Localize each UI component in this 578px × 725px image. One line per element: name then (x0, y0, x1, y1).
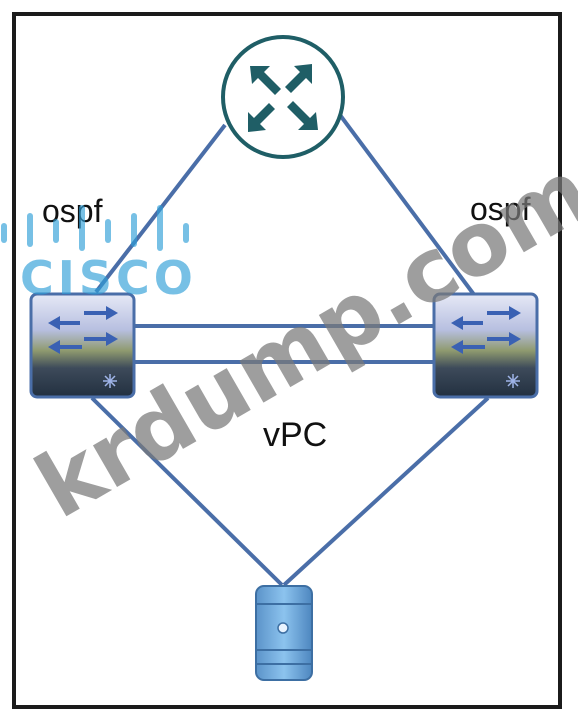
vpc-label: vPC (263, 416, 327, 454)
link-left-switch-server (90, 396, 284, 587)
link-router-right-switch (338, 113, 480, 302)
cisco-logo-watermark: CISCO (1, 205, 197, 305)
server-icon (255, 585, 313, 681)
diagram-frame (12, 12, 562, 709)
switch-icon (432, 292, 539, 399)
cisco-logo-text: CISCO (20, 251, 197, 305)
link-right-switch-server (282, 396, 490, 587)
links (90, 113, 490, 587)
switch-icon (29, 292, 136, 399)
router-icon (221, 35, 345, 159)
ospf-label-right: ospf (470, 191, 531, 227)
ospf-label-left: ospf (42, 193, 103, 229)
